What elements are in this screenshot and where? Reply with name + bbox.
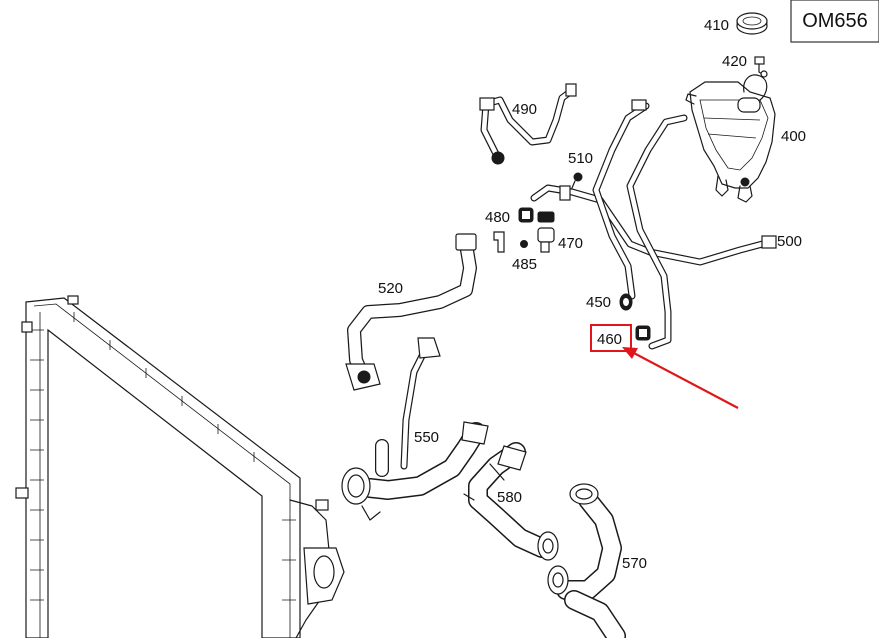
label-450: 450: [586, 294, 611, 311]
part-520-hose[interactable]: [345, 233, 477, 391]
part-500-pipes[interactable]: [530, 99, 777, 350]
part-450-clamp[interactable]: [619, 293, 633, 311]
part-570-hose[interactable]: [547, 483, 626, 638]
label-490: 490: [512, 101, 537, 118]
part-410-cap[interactable]: [736, 12, 768, 35]
label-500: 500: [777, 233, 802, 250]
label-470: 470: [558, 235, 583, 252]
highlight-callout: [590, 324, 739, 409]
radiator: [15, 295, 345, 638]
part-550-hose[interactable]: [341, 337, 489, 521]
label-550: 550: [414, 429, 439, 446]
engine-code-box: OM656: [790, 0, 879, 43]
part-400-expansion-tank[interactable]: [685, 74, 776, 203]
label-410: 410: [704, 17, 729, 34]
label-520: 520: [378, 280, 403, 297]
engine-code: OM656: [802, 10, 868, 32]
part-460-connector[interactable]: [635, 325, 651, 341]
label-570: 570: [622, 555, 647, 572]
highlight-arrow-line: [631, 351, 739, 409]
part-580-hose[interactable]: [463, 442, 559, 561]
part-490-hose[interactable]: [479, 83, 577, 165]
label-485: 485: [512, 256, 537, 273]
part-480-fitting[interactable]: [518, 207, 534, 223]
label-580: 580: [497, 489, 522, 506]
part-510-clamp[interactable]: [571, 172, 583, 189]
label-400: 400: [781, 128, 806, 145]
label-460: 460: [597, 331, 622, 348]
label-510: 510: [568, 150, 593, 167]
part-420-screw[interactable]: [754, 56, 768, 78]
highlight-box: [590, 324, 632, 352]
part-470-connector[interactable]: [537, 211, 555, 253]
part-labels: 410 420 400 490 510 480 470 485 500 520 …: [378, 17, 806, 572]
highlight-arrow-head: [622, 347, 638, 359]
part-485-bracket[interactable]: [493, 231, 528, 253]
label-420: 420: [722, 53, 747, 70]
label-480: 480: [485, 209, 510, 226]
